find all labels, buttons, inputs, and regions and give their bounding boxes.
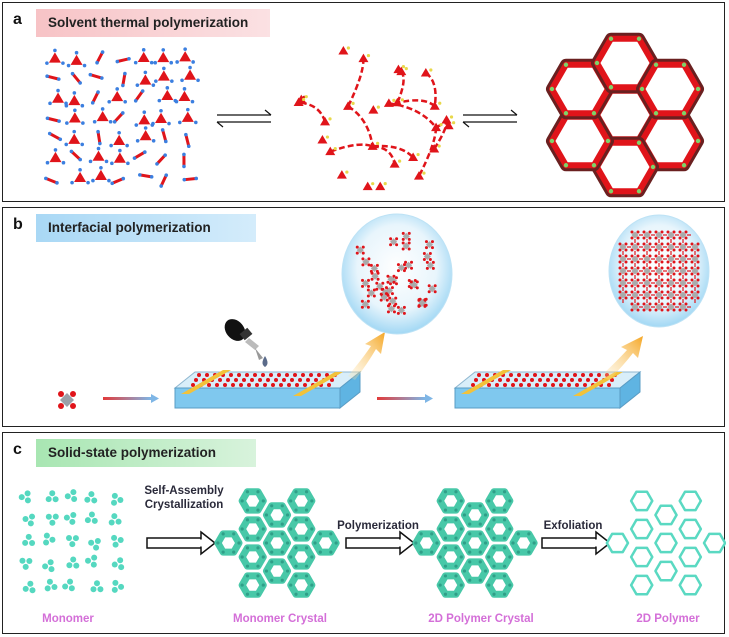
- panel-a-letter: a: [13, 11, 22, 28]
- panel-c: c Solid-state polymerization Self-Assemb…: [2, 432, 726, 634]
- monomer-crystal-illustration: [214, 488, 340, 598]
- reaction-arrow-1: [103, 397, 151, 400]
- process-arrow-2: [345, 530, 416, 556]
- 2d-polymer-illustration: [605, 490, 726, 596]
- equilibrium-arrow-2: [462, 109, 518, 128]
- panel-b: b Interfacial polymerization: [2, 207, 725, 427]
- monomer-crystal-label: Monomer Crystal: [233, 613, 327, 625]
- monomer-illustration: [18, 489, 125, 594]
- random-monomers-magnified: [355, 231, 437, 315]
- dropper-icon: [224, 319, 268, 367]
- panel-c-graphics: [18, 488, 726, 598]
- step-exfoliation-label: Exfoliation: [543, 520, 603, 532]
- interface-tray-2: [453, 370, 642, 410]
- panel-b-graphics: [58, 213, 710, 410]
- step-self-assembly-label: Self-Assembly Crystallization: [144, 485, 224, 511]
- hexagonal-framework-illustration: [545, 32, 705, 198]
- 2d-polymer-label: 2D Polymer: [636, 613, 700, 625]
- polymer-crystal-illustration: [412, 488, 538, 598]
- panel-c-letter: c: [13, 441, 22, 458]
- oligomer-network-illustration: [293, 46, 456, 191]
- transfer-arrow-2: [601, 336, 643, 380]
- reaction-arrow-2: [377, 397, 425, 400]
- transfer-arrow-1: [348, 332, 385, 380]
- magnified-bubble-1: [341, 213, 453, 335]
- process-arrow-1: [146, 530, 217, 556]
- step-polymerization-label: Polymerization: [337, 520, 419, 532]
- interface-tray-1: [173, 370, 362, 410]
- random-monomers-illustration: [44, 47, 200, 188]
- polymer-crystal-label: 2D Polymer Crystal: [428, 613, 534, 625]
- panel-a-graphics: [44, 32, 705, 198]
- monomer-icon: [58, 391, 76, 409]
- monomer-label: Monomer: [42, 613, 94, 625]
- equilibrium-arrow-1: [216, 109, 272, 128]
- panel-a-title: Solvent thermal polymerization: [36, 9, 270, 37]
- process-arrow-3: [541, 530, 612, 556]
- panel-a: a Solvent thermal polymerization: [2, 2, 725, 202]
- panel-b-letter: b: [13, 216, 23, 233]
- panel-c-title: Solid-state polymerization: [36, 439, 256, 467]
- panel-b-title: Interfacial polymerization: [36, 214, 256, 242]
- ordered-network-magnified: [618, 230, 700, 312]
